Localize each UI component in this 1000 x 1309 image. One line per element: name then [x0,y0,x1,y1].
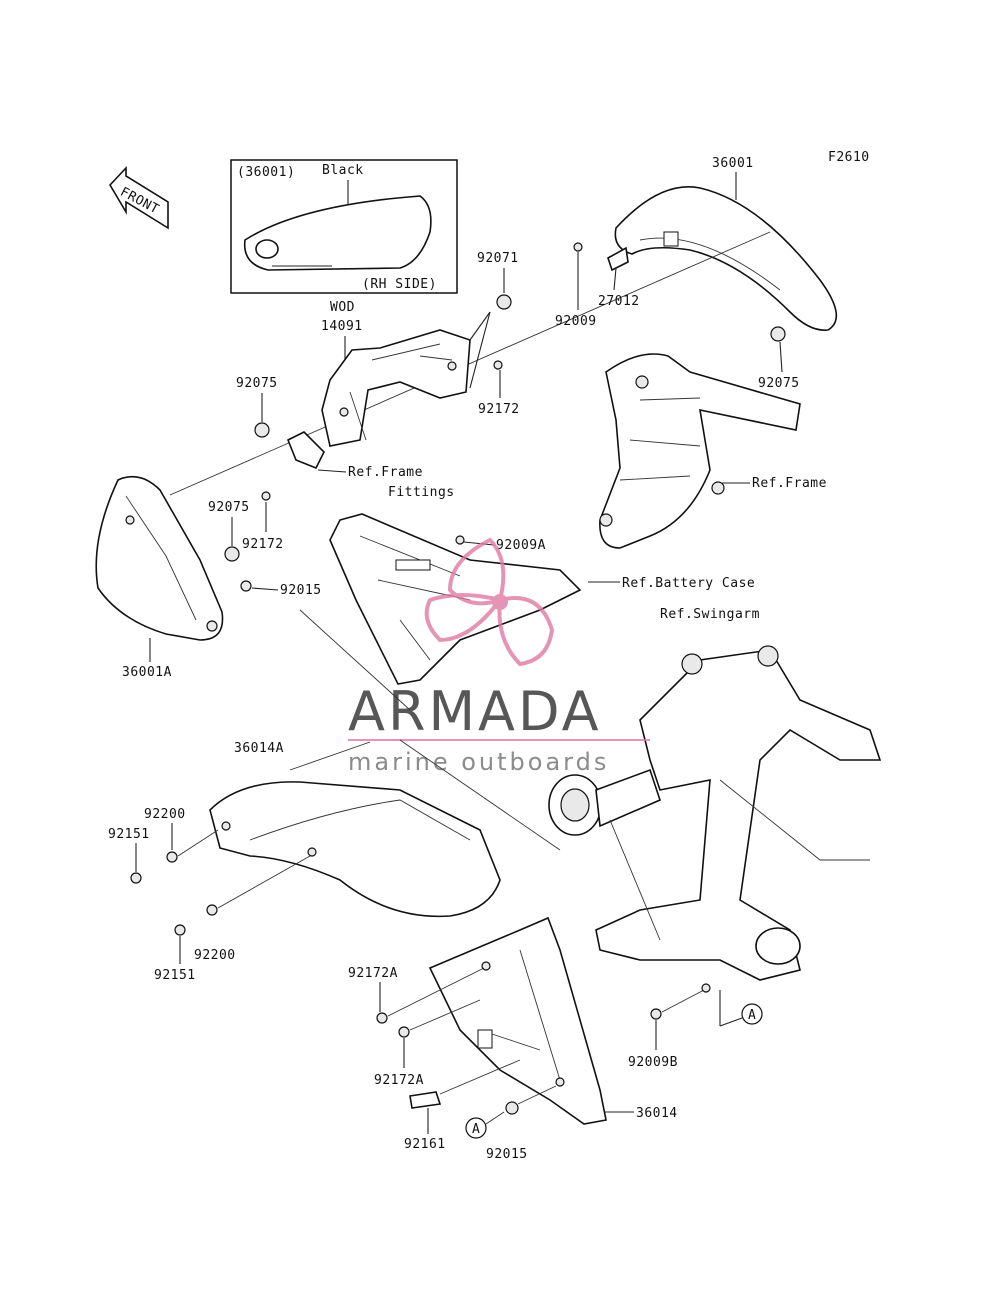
bolt-92151-top [130,872,142,884]
inset-color: Black [322,163,364,178]
damper-92015-bottom [505,1101,519,1115]
side-cover-inset-shape [243,195,432,271]
washer-92200-top [166,851,178,863]
chain-cover-36014A [209,781,501,918]
marker-a-right [741,1003,763,1025]
label-92009: 92009 [555,314,597,329]
watermark-tagline: marine outboards [348,748,609,776]
label-ref-frame-right: Ref.Frame [752,476,827,491]
side-cover-36001A [95,475,224,641]
label-wod: WOD [330,300,355,315]
label-92015-bottom: 92015 [486,1147,528,1162]
label-92075-lower: 92075 [208,500,250,515]
label-92200-top: 92200 [144,807,186,822]
damper-92015-upper [240,580,252,592]
color-inset: (36001) Black (RH SIDE) [230,159,458,294]
screw-92009 [573,242,583,252]
bolt-92172-lower [261,491,271,501]
screw-92009A [455,535,465,545]
collar-92071 [496,294,512,310]
front-arrow-icon: FRONT [109,165,169,230]
bracket-14091 [321,329,471,447]
frame-right [599,353,801,549]
label-14091: 14091 [321,319,363,334]
battery-case [329,513,582,685]
grommet-92075-left [254,422,270,438]
label-27012: 27012 [598,294,640,309]
cover-36014 [428,916,607,1125]
grommet-92075-right [770,326,786,342]
label-92071: 92071 [477,251,519,266]
marker-a-right-label: A [748,1008,756,1023]
clip-27012 [607,246,629,272]
label-92151-bottom: 92151 [154,968,196,983]
label-92151-top: 92151 [108,827,150,842]
propeller-logo-icon [424,537,555,667]
marker-a-bottom-label: A [472,1122,480,1137]
label-36001: 36001 [712,156,754,171]
grommet-92075-lower [224,546,240,562]
label-ref-swingarm: Ref.Swingarm [660,607,760,622]
label-92009B: 92009B [628,1055,678,1070]
label-36001A: 36001A [122,665,172,680]
diagram-code: F2610 [828,150,870,165]
label-ref-battery: Ref.Battery Case [622,576,755,591]
marker-a-bottom [465,1117,487,1139]
bolt-92009B [650,1008,662,1020]
frame-fitting [286,431,325,470]
label-36014: 36014 [636,1106,678,1121]
side-cover-36001 [614,186,838,331]
inset-part: (36001) [237,165,295,180]
label-92172-mid: 92172 [478,402,520,417]
swingarm [548,645,882,981]
watermark-brand: ARMADA [348,680,602,743]
washer-92200-bottom [206,904,218,916]
label-36014A: 36014A [234,741,284,756]
label-92172-lower: 92172 [242,537,284,552]
label-92015-upper: 92015 [280,583,322,598]
bolt-92151-bottom [174,924,186,936]
bolt-92172A-top [376,1012,388,1024]
inset-side: (RH SIDE) [362,277,437,292]
bolt-92172-mid [493,360,503,370]
bolt-92172A-bottom [398,1026,410,1038]
label-ref-frame-fittings-2: Fittings [388,485,455,500]
damper-92161 [409,1091,442,1109]
label-92009A: 92009A [496,538,546,553]
label-92172A-top: 92172A [348,966,398,981]
label-92172A-bottom: 92172A [374,1073,424,1088]
watermark: ARMADA marine outboards [348,537,650,776]
label-92075-right: 92075 [758,376,800,391]
label-92200-bottom: 92200 [194,948,236,963]
label-ref-frame-fittings-1: Ref.Frame [348,465,423,480]
label-92075-left: 92075 [236,376,278,391]
label-92161: 92161 [404,1137,446,1152]
